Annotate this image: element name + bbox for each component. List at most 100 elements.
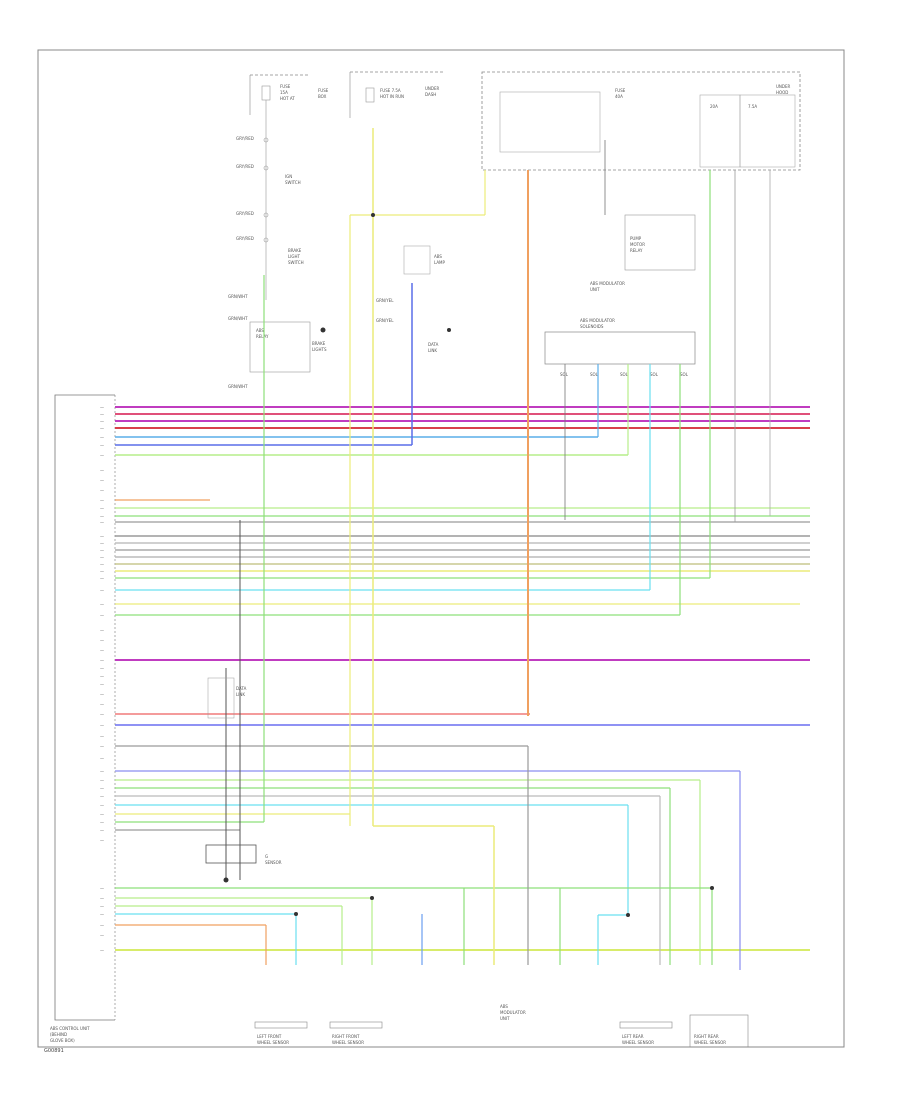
svg-text:GRN/WHT: GRN/WHT xyxy=(228,294,248,299)
svg-text:GRY/RED: GRY/RED xyxy=(236,211,254,216)
terminal-pin: — xyxy=(100,602,104,607)
svg-text:MOTOR: MOTOR xyxy=(630,242,645,247)
svg-text:BOX: BOX xyxy=(318,94,327,99)
terminal-pin: — xyxy=(100,886,104,891)
svg-text:BRAKE: BRAKE xyxy=(312,341,326,346)
svg-text:ABS: ABS xyxy=(434,254,442,259)
terminal-pin: — xyxy=(100,419,104,424)
terminal-pin: — xyxy=(100,638,104,643)
svg-text:WHEEL SENSOR: WHEEL SENSOR xyxy=(622,1040,654,1045)
svg-text:SOL: SOL xyxy=(680,372,689,377)
terminal-pin: — xyxy=(100,692,104,697)
svg-text:ABS MODULATOR: ABS MODULATOR xyxy=(580,318,615,323)
svg-text:LIGHT: LIGHT xyxy=(288,254,301,259)
terminal-pin: — xyxy=(100,904,104,909)
terminal-pin: — xyxy=(100,812,104,817)
terminal-pin: — xyxy=(100,520,104,525)
warning-lamp: ABS LAMP GRN/YEL GRN/YEL DATA LINK xyxy=(376,245,451,353)
terminal-pin: — xyxy=(100,613,104,618)
terminal-pin: — xyxy=(100,514,104,519)
svg-text:WHEEL SENSOR: WHEEL SENSOR xyxy=(332,1040,364,1045)
svg-text:FUSE 7.5A: FUSE 7.5A xyxy=(380,88,401,93)
svg-text:LIGHTS: LIGHTS xyxy=(312,347,327,352)
svg-text:DATA: DATA xyxy=(236,686,247,691)
terminal-pin: — xyxy=(100,674,104,679)
terminal-pin: — xyxy=(100,648,104,653)
svg-text:HOOD: HOOD xyxy=(776,90,788,95)
terminal-pin: — xyxy=(100,658,104,663)
terminal-pin: — xyxy=(100,488,104,493)
terminal-pin: — xyxy=(100,534,104,539)
svg-text:LINK: LINK xyxy=(428,348,437,353)
pump-relay-block: PUMP MOTOR RELAY ABS MODULATOR UNIT ABS … xyxy=(544,214,696,377)
terminal-pin: — xyxy=(100,498,104,503)
svg-text:GRN/WHT: GRN/WHT xyxy=(228,316,248,321)
terminal-pin: — xyxy=(100,769,104,774)
vertical-wires xyxy=(225,128,771,970)
splice-points xyxy=(223,213,714,917)
svg-text:LINK: LINK xyxy=(236,692,245,697)
svg-text:MODULATOR: MODULATOR xyxy=(500,1010,526,1015)
svg-text:SWITCH: SWITCH xyxy=(288,260,304,265)
svg-text:LAMP: LAMP xyxy=(434,260,446,265)
svg-text:RIGHT FRONT: RIGHT FRONT xyxy=(332,1034,360,1039)
svg-text:HOT IN RUN: HOT IN RUN xyxy=(380,94,404,99)
svg-text:GRN/WHT: GRN/WHT xyxy=(228,384,248,389)
terminal-labels: ————————————————————————————————————————… xyxy=(100,405,104,953)
terminal-pin: — xyxy=(100,923,104,928)
svg-text:FUSE: FUSE xyxy=(615,88,626,93)
svg-text:GRN/YEL: GRN/YEL xyxy=(376,298,394,303)
svg-text:UNIT: UNIT xyxy=(500,1016,510,1021)
svg-text:ABS MODULATOR: ABS MODULATOR xyxy=(590,281,625,286)
ignition-chain: GRY/RED GRY/RED GRY/RED GRY/RED IGN SWIT… xyxy=(228,128,327,389)
horizontal-wires xyxy=(115,406,810,951)
figure-id: G00891 xyxy=(44,1048,64,1054)
terminal-pin: — xyxy=(100,588,104,593)
terminal-pin: — xyxy=(100,576,104,581)
terminal-pin: — xyxy=(100,453,104,458)
svg-text:G: G xyxy=(265,854,268,859)
svg-text:15A: 15A xyxy=(280,90,288,95)
svg-text:LEFT REAR: LEFT REAR xyxy=(622,1034,644,1039)
terminal-pin: — xyxy=(100,468,104,473)
svg-text:SOL: SOL xyxy=(590,372,599,377)
svg-text:GRY/RED: GRY/RED xyxy=(236,164,254,169)
svg-text:DASH: DASH xyxy=(425,92,436,97)
terminal-pin: — xyxy=(100,506,104,511)
terminal-pin: — xyxy=(100,778,104,783)
terminal-pin: — xyxy=(100,426,104,431)
terminal-pin: — xyxy=(100,562,104,567)
svg-text:WHEEL SENSOR: WHEEL SENSOR xyxy=(257,1040,289,1045)
terminal-pin: — xyxy=(100,666,104,671)
svg-text:RELAY: RELAY xyxy=(256,334,269,339)
svg-text:RIGHT REAR: RIGHT REAR xyxy=(694,1034,719,1039)
svg-text:UNDER: UNDER xyxy=(425,86,440,91)
svg-text:HOT AT: HOT AT xyxy=(280,96,295,101)
terminal-pin: — xyxy=(100,948,104,953)
fuse-block-left: FUSE 15A HOT AT FUSE BOX xyxy=(249,74,329,128)
terminal-pin: — xyxy=(100,896,104,901)
terminal-pin: — xyxy=(100,756,104,761)
svg-text:(BEHIND: (BEHIND xyxy=(50,1032,67,1037)
terminal-pin: — xyxy=(100,478,104,483)
svg-text:20A: 20A xyxy=(710,104,718,109)
terminal-pin: — xyxy=(100,912,104,917)
terminal-pin: — xyxy=(100,569,104,574)
terminal-pin: — xyxy=(100,412,104,417)
terminal-pin: — xyxy=(100,702,104,707)
svg-text:RELAY: RELAY xyxy=(630,248,643,253)
svg-text:ABS: ABS xyxy=(256,328,264,333)
svg-text:UNDER: UNDER xyxy=(776,84,791,89)
fuse-block-mid: FUSE 7.5A HOT IN RUN UNDER DASH xyxy=(349,71,445,118)
svg-text:GRN/YEL: GRN/YEL xyxy=(376,318,394,323)
svg-text:SOL: SOL xyxy=(620,372,629,377)
svg-text:GLOVE BOX): GLOVE BOX) xyxy=(50,1038,75,1043)
terminal-pin: — xyxy=(100,548,104,553)
terminal-pin: — xyxy=(100,786,104,791)
svg-text:LEFT FRONT: LEFT FRONT xyxy=(257,1034,282,1039)
terminal-pin: — xyxy=(100,435,104,440)
terminal-pin: — xyxy=(100,405,104,410)
svg-text:GRY/RED: GRY/RED xyxy=(236,136,254,141)
svg-text:BRAKE: BRAKE xyxy=(288,248,302,253)
